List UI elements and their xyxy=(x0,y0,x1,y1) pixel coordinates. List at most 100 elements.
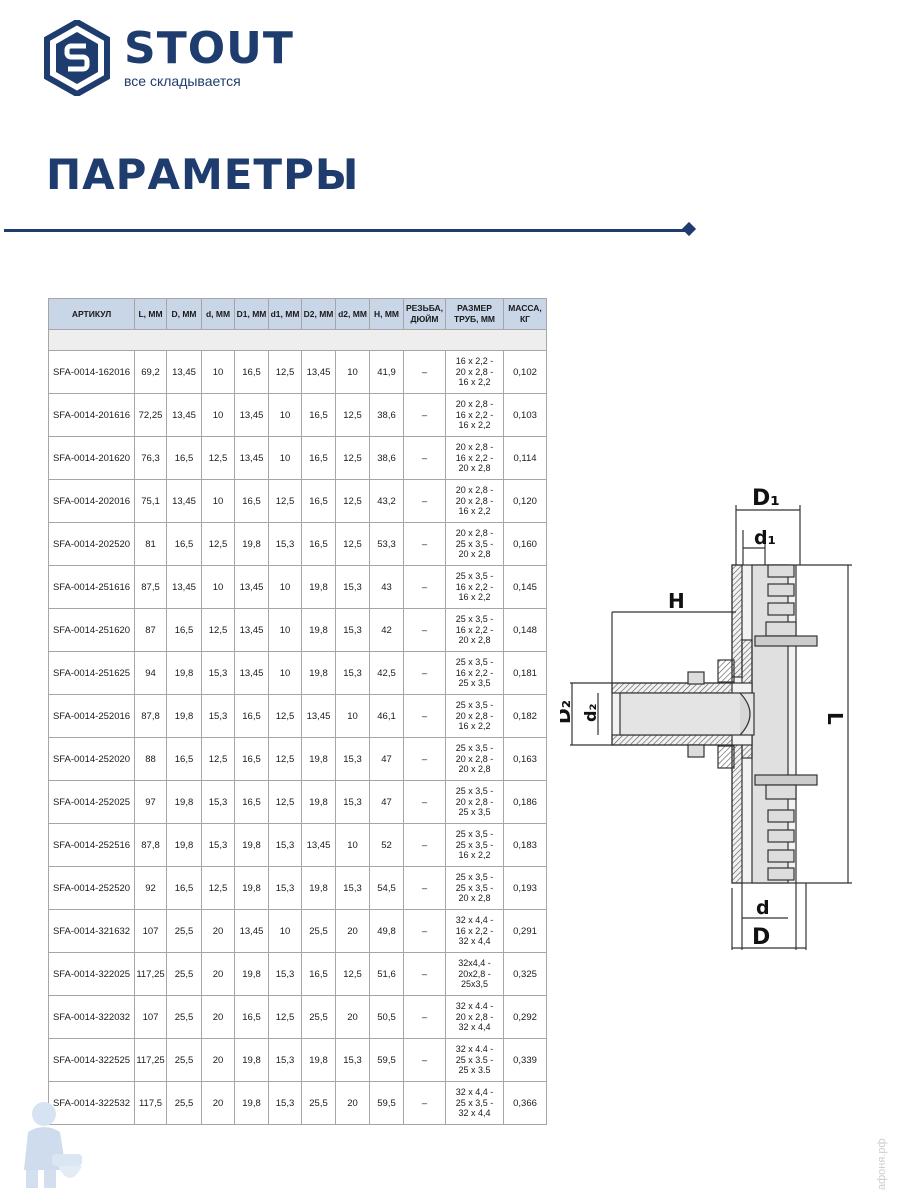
table-cell: 25,5 xyxy=(166,995,202,1039)
table-cell: 12,5 xyxy=(201,737,235,781)
table-cell: 25,5 xyxy=(301,909,336,953)
article-cell: SFA-0014-322032 xyxy=(48,995,135,1039)
table-cell: 97 xyxy=(134,780,167,824)
table-cell: 87,8 xyxy=(134,694,167,738)
table-cell: 76,3 xyxy=(134,436,167,480)
table-cell: 87,8 xyxy=(134,823,167,867)
table-cell: 42,5 xyxy=(369,651,404,695)
brand-logo: STOUT все складывается xyxy=(44,20,294,96)
article-cell: SFA-0014-252520 xyxy=(48,866,135,910)
table-cell: 13,45 xyxy=(234,393,269,437)
table-cell: 10 xyxy=(201,565,235,609)
article-cell: SFA-0014-162016 xyxy=(48,350,135,394)
table-cell: 0,339 xyxy=(503,1038,547,1082)
column-header: L, ММ xyxy=(134,298,167,330)
table-cell: 16,5 xyxy=(301,393,336,437)
brand-name: STOUT xyxy=(124,23,294,74)
table-cell: 32 x 4,4 -16 x 2,2 -32 x 4,4 xyxy=(445,909,504,953)
table-cell: 38,6 xyxy=(369,393,404,437)
table-cell: 25 x 3,5 -25 x 3,5 -20 x 2,8 xyxy=(445,866,504,910)
table-cell: 0,145 xyxy=(503,565,547,609)
article-cell: SFA-0014-202520 xyxy=(48,522,135,566)
article-cell: SFA-0014-252025 xyxy=(48,780,135,824)
table-cell: 19,8 xyxy=(166,823,202,867)
table-cell: 25,5 xyxy=(166,909,202,953)
column-header: АРТИКУЛ xyxy=(48,298,135,330)
table-cell: 15,3 xyxy=(268,823,302,867)
article-cell: SFA-0014-251625 xyxy=(48,651,135,695)
table-cell: – xyxy=(403,737,446,781)
divider-diamond-icon xyxy=(681,221,697,237)
table-cell: 32x4,4 -20x2,8 -25x3,5 xyxy=(445,952,504,996)
table-cell: 59,5 xyxy=(369,1081,404,1125)
dim-label-D: D xyxy=(752,925,770,950)
table-cell: 75,1 xyxy=(134,479,167,523)
table-cell: 0,103 xyxy=(503,393,547,437)
table-cell: 10 xyxy=(335,823,370,867)
column-header: d1, ММ xyxy=(268,298,302,330)
table-cell: 19,8 xyxy=(301,780,336,824)
table-cell: 15,3 xyxy=(335,1038,370,1082)
table-cell: – xyxy=(403,694,446,738)
table-cell: 25 x 3,5 -20 x 2,8 -25 x 3,5 xyxy=(445,780,504,824)
table-cell: 19,8 xyxy=(301,565,336,609)
brand-tagline: все складывается xyxy=(124,73,241,89)
plumber-mascot-icon xyxy=(24,1102,82,1188)
table-cell: 10 xyxy=(335,350,370,394)
table-cell: 25,5 xyxy=(166,1081,202,1125)
table-cell: 32 x 4.4 -20 x 2,8 -32 x 4,4 xyxy=(445,995,504,1039)
table-cell: – xyxy=(403,780,446,824)
table-cell: 15,3 xyxy=(268,522,302,566)
article-cell: SFA-0014-321632 xyxy=(48,909,135,953)
table-cell: 0,325 xyxy=(503,952,547,996)
table-cell: 19,8 xyxy=(301,737,336,781)
table-cell: 0,186 xyxy=(503,780,547,824)
column-header: РАЗМЕР ТРУБ, ММ xyxy=(445,298,504,330)
table-cell: 10 xyxy=(268,565,302,609)
table-cell: 25,5 xyxy=(166,1038,202,1082)
table-cell: 20 xyxy=(201,1081,235,1125)
title-divider xyxy=(4,229,690,232)
table-cell: 13,45 xyxy=(166,565,202,609)
dim-label-d: d xyxy=(756,897,770,919)
table-cell: 94 xyxy=(134,651,167,695)
table-cell: 25,5 xyxy=(166,952,202,996)
table-cell: 16,5 xyxy=(234,694,269,738)
table-cell: 12,5 xyxy=(201,866,235,910)
article-cell: SFA-0014-251616 xyxy=(48,565,135,609)
table-cell: 10 xyxy=(268,651,302,695)
table-cell: 15,3 xyxy=(268,1038,302,1082)
table-cell: 13,45 xyxy=(301,823,336,867)
table-cell: 0,163 xyxy=(503,737,547,781)
dim-label-D2: D₂ xyxy=(560,700,575,724)
table-cell: 12,5 xyxy=(335,952,370,996)
table-cell: 16,5 xyxy=(234,737,269,781)
table-cell: 16 x 2,2 -20 x 2,8 -16 x 2,2 xyxy=(445,350,504,394)
table-cell: 15,3 xyxy=(201,694,235,738)
article-cell: SFA-0014-252516 xyxy=(48,823,135,867)
table-cell: 19,8 xyxy=(166,694,202,738)
table-cell: 19,8 xyxy=(234,522,269,566)
table-cell: 0,291 xyxy=(503,909,547,953)
table-cell: – xyxy=(403,350,446,394)
table-cell: – xyxy=(403,823,446,867)
table-cell: – xyxy=(403,565,446,609)
table-cell: – xyxy=(403,1038,446,1082)
table-cell: 47 xyxy=(369,780,404,824)
table-cell: 13,45 xyxy=(234,436,269,480)
table-cell: 0,120 xyxy=(503,479,547,523)
table-cell: 13,45 xyxy=(166,479,202,523)
dim-label-D1: D₁ xyxy=(752,486,780,511)
table-cell: 20 x 2,8 -16 x 2,2 -16 x 2,2 xyxy=(445,393,504,437)
table-cell: 16,5 xyxy=(166,737,202,781)
table-cell: 0,366 xyxy=(503,1081,547,1125)
table-cell: 20 xyxy=(335,1081,370,1125)
table-cell: 13,45 xyxy=(234,565,269,609)
column-header: D, ММ xyxy=(166,298,202,330)
table-cell: 81 xyxy=(134,522,167,566)
table-cell: 25 x 3,5 -16 x 2,2 -20 x 2,8 xyxy=(445,608,504,652)
table-cell: – xyxy=(403,995,446,1039)
